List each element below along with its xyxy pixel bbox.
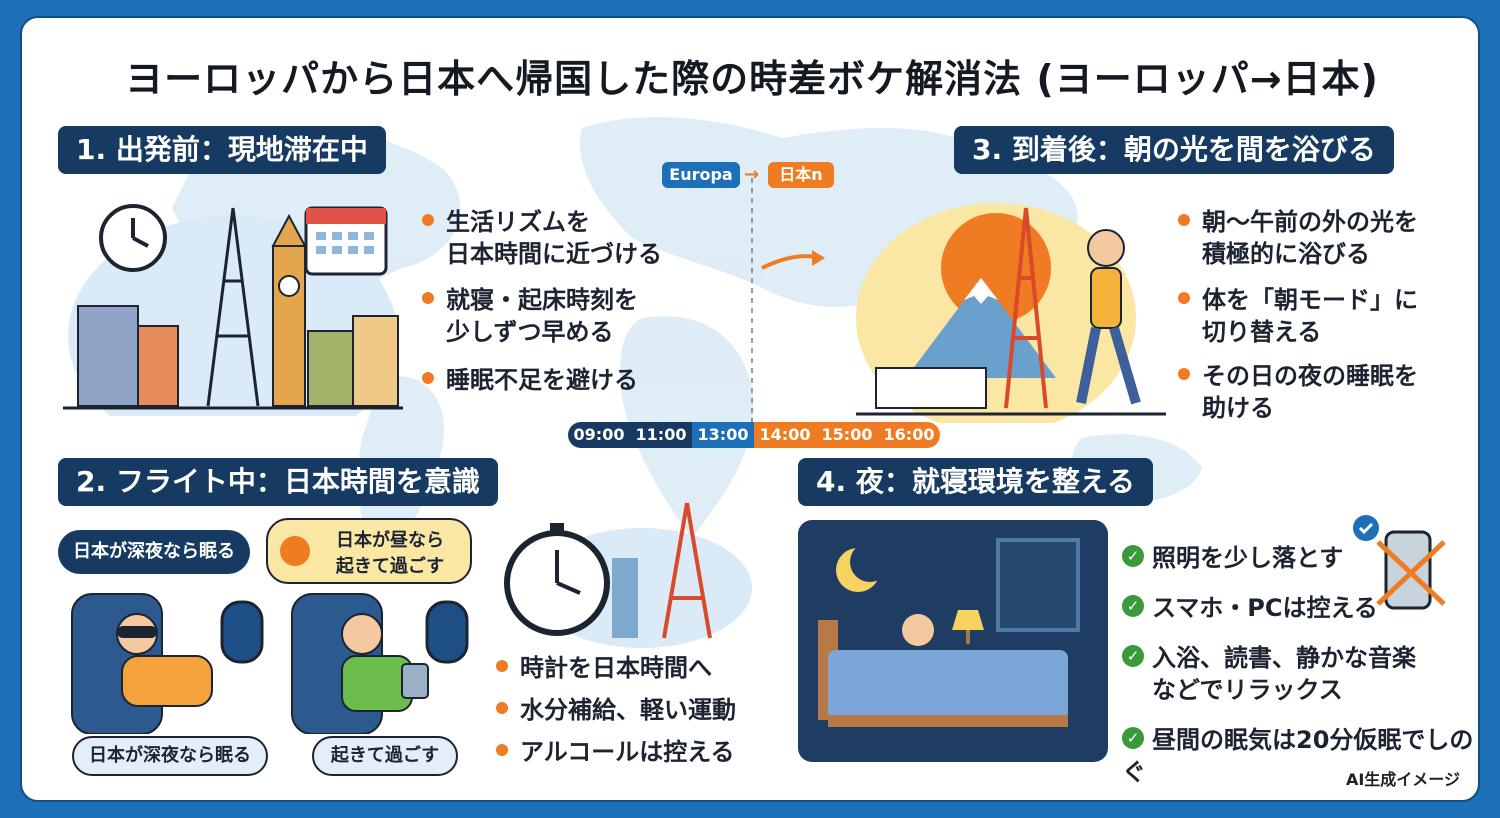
timeline-time: 13:00 <box>692 422 754 448</box>
calendar-icon <box>304 206 388 276</box>
section1-illustration <box>63 204 403 416</box>
sun-icon <box>280 536 310 566</box>
check-icon: ✓ <box>1122 727 1144 749</box>
section4-check-item: ✓昼間の眠気は20分仮眠でしのぐ <box>1122 726 1474 786</box>
timeline-time: 09:00 <box>568 422 630 448</box>
section2-bullet: アルコールは控える <box>496 736 735 768</box>
to-region-label: 日本n <box>768 162 834 188</box>
section4-check-item: ✓照明を少し落とす <box>1122 542 1343 574</box>
bubble-line: 起きて過ごす <box>335 556 445 577</box>
section2-bullet: 水分補給、軽い運動 <box>496 694 736 726</box>
walking-person-icon <box>1076 229 1141 405</box>
check-icon: ✓ <box>1122 645 1144 667</box>
timeline-time: 11:00 <box>630 422 692 448</box>
airplane-window-icon <box>425 600 469 664</box>
section4-check-item: ✓スマホ・PCは控える <box>1122 592 1378 624</box>
caption-awake: 起きて過ごす <box>312 736 458 776</box>
tokyo-tower-icon <box>1004 207 1048 409</box>
speech-bubble-awake: 日本が昼なら 起きて過ごす <box>266 518 472 584</box>
clock-icon <box>99 204 167 272</box>
check-icon: ✓ <box>1122 545 1144 567</box>
bubble-line: 日本が昼なら <box>336 530 444 551</box>
stopwatch-icon <box>504 523 610 636</box>
sleep-mask-icon <box>117 626 157 638</box>
big-ben-icon <box>271 213 307 407</box>
section2-illustration <box>71 593 469 734</box>
tablet-icon <box>401 663 429 699</box>
moon-icon <box>836 542 890 592</box>
time-zone-timeline: 09:00 11:00 13:00 14:00 15:00 16:00 <box>568 422 940 448</box>
section3-illustration <box>856 203 1166 423</box>
european-buildings <box>77 305 399 407</box>
section1-bullet: 就寝・起床時刻を 少しずつ早める <box>422 284 638 348</box>
timeline-time: 16:00 <box>878 422 940 448</box>
section4-check-item: ✓入浴、読書、静かな音楽 などでリラックス <box>1122 642 1416 706</box>
from-region-label: Europa <box>662 162 740 188</box>
arrow-right-icon: → <box>744 164 760 185</box>
section2-header: 2. フライト中：日本時間を意識 <box>58 458 498 506</box>
airplane-seat-right <box>291 593 429 734</box>
timeline-time: 14:00 <box>754 422 816 448</box>
timeline-time: 15:00 <box>816 422 878 448</box>
infographic-card: ヨーロッパから日本へ帰国した際の時差ボケ解消法 (ヨーロッパ→日本) Europ… <box>20 16 1480 802</box>
caption-sleep: 日本が深夜なら眠る <box>72 736 268 776</box>
section1-bullet: 睡眠不足を避ける <box>422 364 638 396</box>
eiffel-tower-icon <box>206 207 260 407</box>
section2-clock-illustration <box>504 502 752 648</box>
section2-bullet: 時計を日本時間へ <box>496 652 712 684</box>
section3-header: 3. 到着後：朝の光を間を浴びる <box>954 126 1394 174</box>
section3-bullet: その日の夜の睡眠を 助ける <box>1178 360 1418 424</box>
tokyo-tower-icon <box>662 502 712 639</box>
page-title: ヨーロッパから日本へ帰国した際の時差ボケ解消法 (ヨーロッパ→日本) <box>125 57 1379 101</box>
section4-bedroom-illustration <box>798 520 1108 762</box>
lamp-icon <box>952 610 984 644</box>
phone-icon <box>1353 515 1446 610</box>
ai-generated-note: AI生成イメージ <box>1345 770 1460 789</box>
section1-bullet: 生活リズムを 日本時間に近づける <box>422 206 662 270</box>
check-icon: ✓ <box>1122 595 1144 617</box>
section4-header: 4. 夜：就寝環境を整える <box>798 458 1154 506</box>
airplane-seat-left <box>71 593 213 734</box>
section3-bullet: 体を「朝モード」に 切り替える <box>1178 284 1418 348</box>
speech-bubble-sleep: 日本が深夜なら眠る <box>58 530 250 574</box>
section1-header: 1. 出発前：現地滞在中 <box>58 126 386 174</box>
mount-fuji-icon <box>906 278 1056 378</box>
airplane-window-icon <box>220 600 264 664</box>
section3-bullet: 朝〜午前の外の光を 積極的に浴びる <box>1178 206 1418 270</box>
